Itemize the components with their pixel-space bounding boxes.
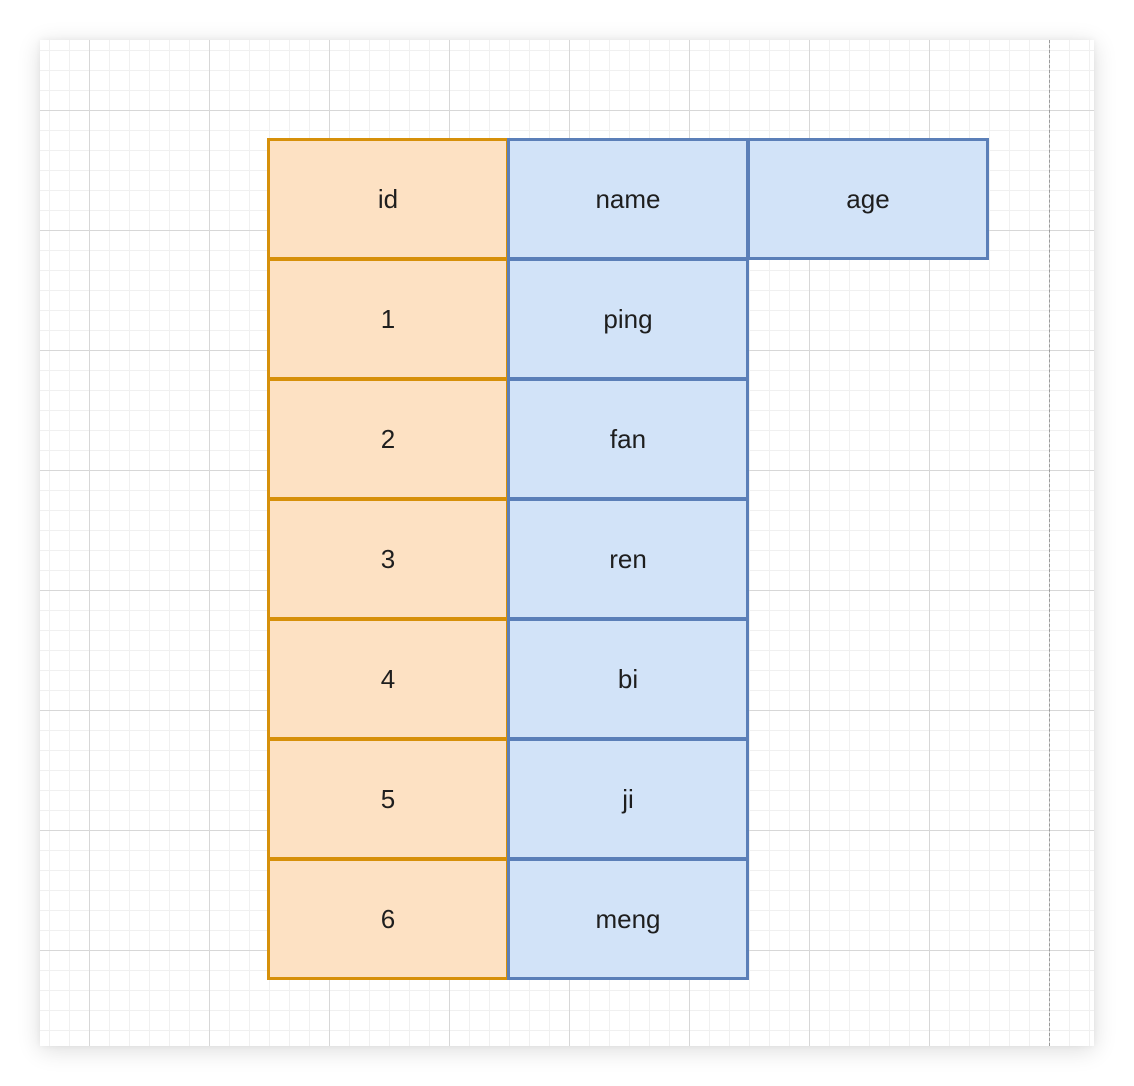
header-cell-age[interactable]: age: [747, 138, 989, 260]
id-cell[interactable]: 1: [267, 258, 509, 380]
id-cell[interactable]: 2: [267, 378, 509, 500]
name-cell[interactable]: ren: [507, 498, 749, 620]
name-cell[interactable]: bi: [507, 618, 749, 740]
header-cell-name[interactable]: name: [507, 138, 749, 260]
header-cell-id[interactable]: id: [267, 138, 509, 260]
name-cell[interactable]: ji: [507, 738, 749, 860]
page-boundary-line: [1049, 40, 1050, 1046]
name-cell[interactable]: fan: [507, 378, 749, 500]
name-cell[interactable]: meng: [507, 858, 749, 980]
id-cell[interactable]: 4: [267, 618, 509, 740]
id-cell[interactable]: 5: [267, 738, 509, 860]
diagram-canvas: id name age 1 ping 2 fan 3 ren 4 bi 5 ji…: [40, 40, 1094, 1046]
id-cell[interactable]: 6: [267, 858, 509, 980]
name-cell[interactable]: ping: [507, 258, 749, 380]
id-cell[interactable]: 3: [267, 498, 509, 620]
